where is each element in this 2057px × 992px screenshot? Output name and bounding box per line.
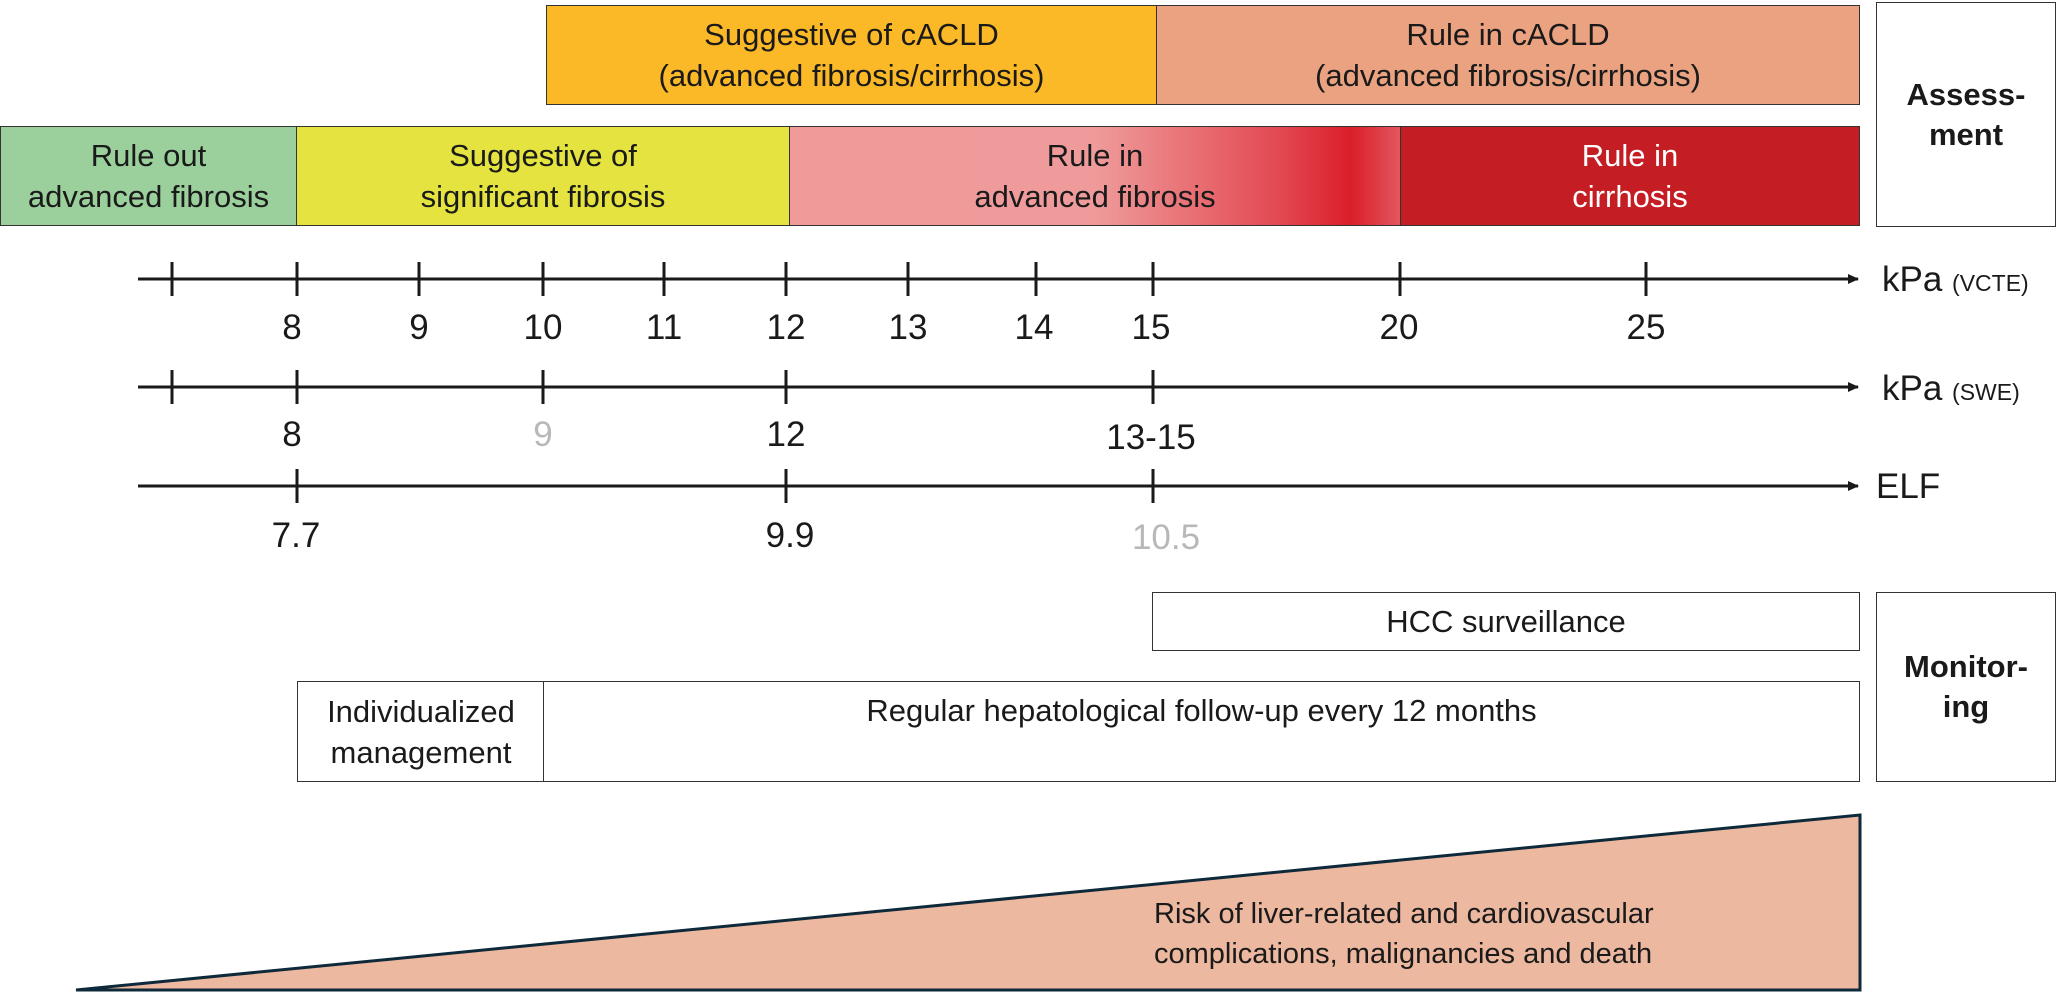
individualized-line1: Individualized [327,693,515,729]
monitoring-label-line2: ing [1942,689,1990,724]
swe-tick-label: 9 [533,415,553,454]
vcte-tick-label: 8 [282,308,302,347]
suggestive-significant-line1: Suggestive of [449,138,637,173]
risk-text-line1: Risk of liver-related and cardiovascular [1154,898,1654,930]
assessment-label-line1: Assess- [1906,76,2026,112]
vcte-tick-label: 14 [1014,308,1054,347]
rule-out-line1: Rule out [90,138,207,173]
monitoring-label-box: Monitor- ing [1876,592,2056,782]
individualized-management-box: Individualized management [297,681,545,782]
suggestive-cacld-line1: Suggestive of cACLD [704,17,999,52]
vcte-tick-label: 11 [645,308,683,347]
vcte-tick-label: 9 [409,308,429,347]
vcte-unit-label: kPa (VCTE) [1882,260,2029,303]
swe-unit-label: kPa (SWE) [1882,369,2020,412]
rule-in-cacld-line1: Rule in cACLD [1406,17,1610,52]
swe-tick-label: 8 [282,415,302,454]
vcte-tick-label: 25 [1626,308,1666,347]
risk-triangle [75,813,1862,992]
rule-in-cirrhosis-line1: Rule in [1581,138,1679,173]
vcte-method: (VCTE) [1952,270,2029,296]
rule-in-cirrhosis-line2: cirrhosis [1572,179,1688,214]
hcc-surveillance-box: HCC surveillance [1152,592,1860,651]
risk-text: Risk of liver-related and cardiovascular… [1154,894,1654,974]
vcte-tick-label: 10 [523,308,563,347]
elf-tick-label: 10.5 [1131,518,1201,557]
elf-unit: ELF [1876,467,1941,506]
rule-in-cirrhosis-box: Rule in cirrhosis [1400,126,1860,226]
swe-unit: kPa [1882,369,1943,408]
elf-tick-label: 7.7 [271,516,321,555]
suggestive-cacld-line2: (advanced fibrosis/cirrhosis) [658,58,1045,93]
swe-method: (SWE) [1952,379,2020,405]
rule-in-advanced-line2: advanced fibrosis [974,179,1216,214]
vcte-tick-label: 15 [1131,308,1171,347]
elf-ticks [295,469,1155,503]
vcte-tick-label: 20 [1379,308,1419,347]
suggestive-significant-fibrosis-box: Suggestive of significant fibrosis [296,126,790,226]
elf-unit-label: ELF [1876,467,1940,507]
rule-in-cacld-box: Rule in cACLD (advanced fibrosis/cirrhos… [1156,5,1860,105]
rule-in-advanced-line1: Rule in [1046,138,1144,173]
suggestive-significant-line2: significant fibrosis [420,179,666,214]
swe-tick-label: 12 [766,415,806,454]
regular-follow-up-box: Regular hepatological follow-up every 12… [543,681,1860,782]
hcc-surveillance-text: HCC surveillance [1386,604,1626,639]
rule-in-cacld-line2: (advanced fibrosis/cirrhosis) [1315,58,1701,93]
elf-tick-label: 9.9 [765,516,815,555]
assessment-label-line2: ment [1928,116,2004,152]
regular-follow-up-text: Regular hepatological follow-up every 12… [866,693,1537,728]
vcte-unit: kPa [1882,260,1943,299]
individualized-line2: management [330,734,512,770]
vcte-ticks [170,262,1648,296]
risk-text-line2: complications, malignancies and death [1154,938,1653,970]
rule-out-line2: advanced fibrosis [27,179,270,214]
assessment-label-box: Assess- ment [1876,2,2056,227]
swe-tick-label: 13-15 [1106,418,1196,457]
suggestive-cacld-box: Suggestive of cACLD (advanced fibrosis/c… [546,5,1157,105]
vcte-tick-label: 13 [888,308,928,347]
rule-out-advanced-fibrosis-box: Rule out advanced fibrosis [0,126,297,226]
vcte-tick-label: 12 [766,308,806,347]
monitoring-label-line1: Monitor- [1904,649,2028,684]
rule-in-advanced-fibrosis-box: Rule in advanced fibrosis [789,126,1401,226]
swe-ticks [170,370,1155,404]
